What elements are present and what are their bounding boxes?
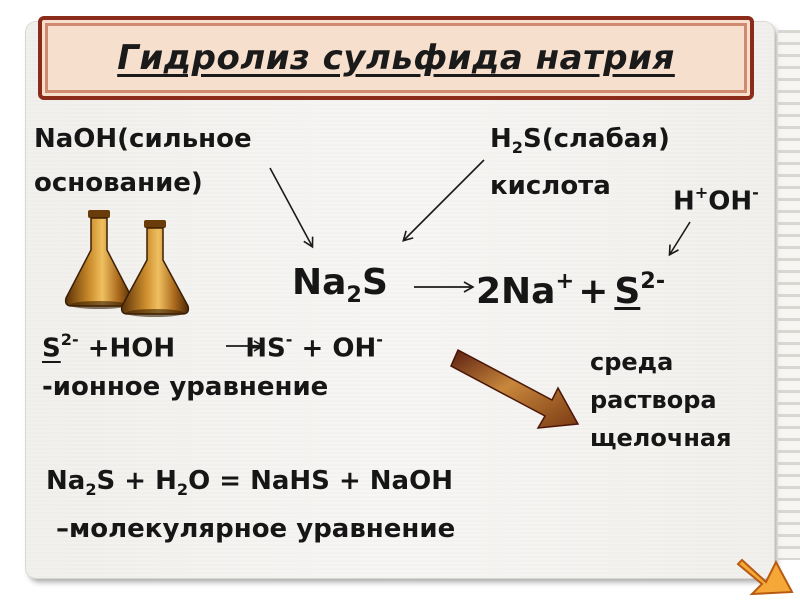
salt-na: Na [292, 262, 347, 303]
salt-formula: Na2S [292, 265, 388, 307]
dissociation-products: 2Na++S2- [476, 270, 665, 312]
slide-title: Гидролиз сульфида натрия [117, 38, 675, 78]
h2s-sub: 2 [511, 138, 523, 158]
medium-line3: щелочная [590, 424, 732, 452]
naoh-desc: (сильное [117, 124, 252, 154]
next-arrow-icon[interactable] [736, 558, 794, 596]
big-arrow-icon [450, 348, 580, 429]
mol-rest: O = NaHS + NaOH [188, 466, 453, 496]
ionic-s: S [42, 333, 61, 364]
naoh-formula: NaOH [34, 124, 118, 154]
ionic-oh-charge: - [376, 330, 383, 349]
salt-sub: 2 [346, 282, 362, 309]
sodium-ions: 2Na [476, 271, 556, 312]
h2s-h: H [490, 124, 512, 154]
ionic-s-charge: 2- [60, 330, 79, 349]
h2s-s: S [522, 124, 542, 154]
ionic-oh: + OH [301, 333, 377, 364]
ionic-hs: HS [245, 333, 286, 364]
sulfide-charge: 2- [640, 268, 666, 294]
spiral-binding [778, 30, 800, 560]
h2s-label: H2S(слабая) [490, 126, 670, 156]
arrow-h2s-to-salt [402, 159, 485, 242]
medium-line2: раствора [590, 386, 717, 414]
ionic-caption: -ионное уравнение [42, 372, 329, 402]
salt-s: S [361, 262, 388, 303]
ionic-equation: S2- +HOH HS- + OH- [42, 331, 383, 364]
naoh-desc-line2: основание) [34, 168, 203, 198]
ionic-hs-charge: - [285, 330, 293, 349]
oh-ion: OH [708, 186, 753, 217]
mol-s-h: S + H [96, 466, 177, 496]
medium-line1: среда [590, 348, 674, 376]
h2s-desc: (слабая) [541, 124, 670, 154]
mol-h-sub: 2 [176, 480, 189, 500]
h-charge: + [694, 183, 709, 202]
h2s-desc-line2: кислота [490, 171, 611, 201]
molecular-caption: –молекулярное уравнение [56, 514, 456, 544]
mol-na: Na [46, 466, 86, 496]
plus-sign: + [578, 271, 609, 312]
arrow-naoh-to-salt [269, 167, 314, 249]
water-ions: H+OH- [673, 184, 759, 217]
conical-flask-icon [64, 210, 190, 317]
molecular-equation: Na2S + H2O = NaHS + NaOH [46, 468, 453, 498]
h-ion: H [673, 186, 695, 217]
sulfide-ion: S [614, 271, 641, 312]
ionic-hoh: +HOH [87, 333, 176, 364]
title-box: Гидролиз сульфида натрия [38, 16, 754, 100]
oh-charge: - [752, 183, 759, 202]
slide-frame [26, 22, 774, 578]
naoh-label: NaOH(сильное [34, 126, 252, 152]
mol-na-sub: 2 [85, 480, 97, 500]
arrow-water-to-sulfide [668, 221, 691, 257]
sodium-charge: + [555, 268, 575, 294]
